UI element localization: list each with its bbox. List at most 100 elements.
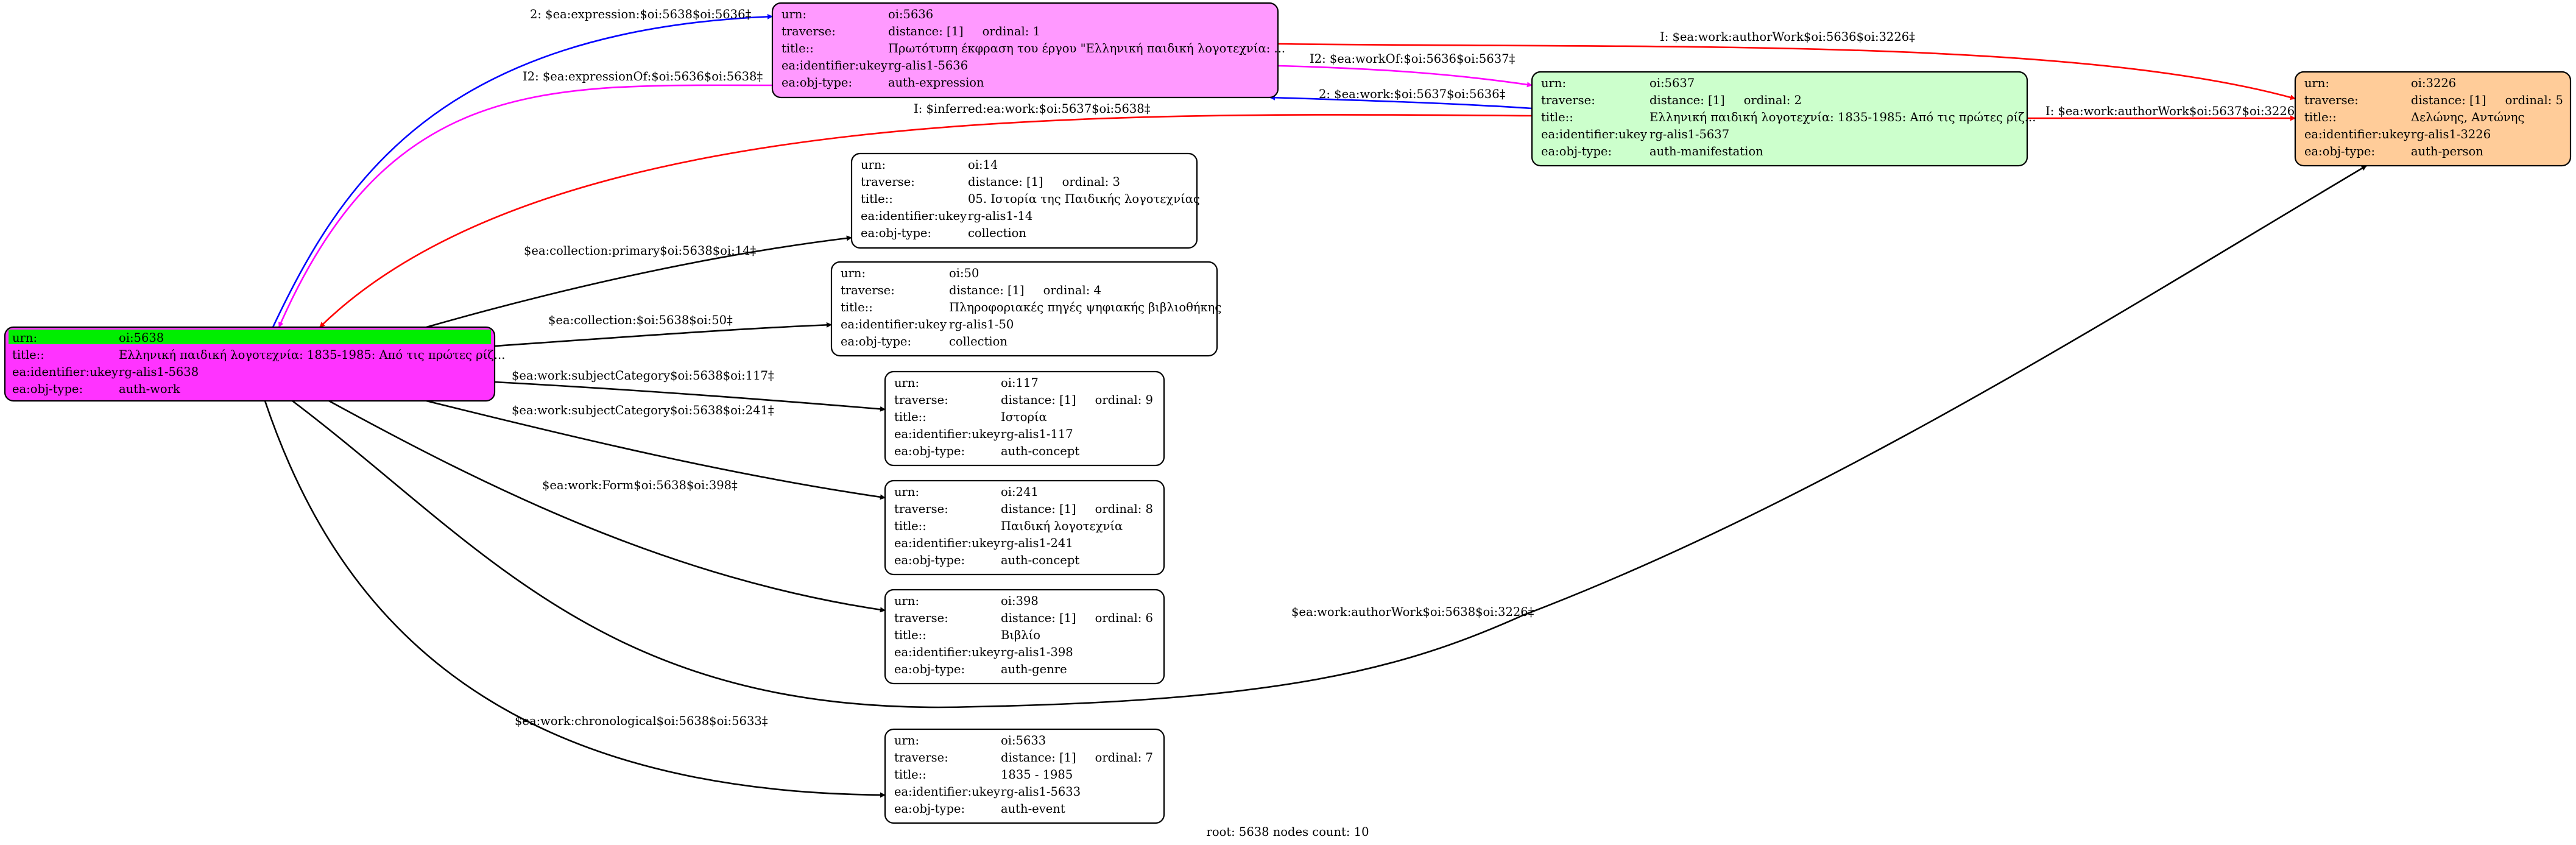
- node-field-value: collection: [968, 226, 1026, 240]
- node-field-value: rg-alis1-50: [949, 317, 1014, 331]
- node-field-key: ea:identifier:ukey: [894, 785, 1000, 799]
- node-field-key: ea:identifier:ukey: [2304, 127, 2410, 141]
- node-field-key: traverse:: [2304, 93, 2359, 107]
- node-field-value: oi:5638: [119, 331, 164, 345]
- node-field-value: distance: [1] ordinal: 9: [1001, 393, 1153, 407]
- node-field-key: title::: [841, 300, 873, 314]
- node-field-key: ea:identifier:ukey: [841, 317, 947, 331]
- node-field-value: rg-alis1-5637: [1650, 127, 1729, 141]
- node-field-value: Ελληνική παιδική λογοτεχνία: 1835-1985: …: [119, 348, 505, 362]
- node-field-value: 1835 - 1985: [1001, 768, 1073, 782]
- node-field-value: oi:14: [968, 158, 998, 172]
- edge-expression-of: [278, 84, 773, 328]
- node-field-value: auth-genre: [1001, 662, 1067, 676]
- node-field-key: ea:identifier:ukey: [861, 209, 967, 223]
- node-field-key: ea:obj-type:: [782, 76, 852, 90]
- node-field-key: traverse:: [1541, 93, 1595, 107]
- node-field-value: oi:3226: [2411, 76, 2456, 90]
- node-field-key: ea:identifier:ukey: [782, 58, 887, 72]
- node-field-key: ea:identifier:ukey: [12, 365, 118, 379]
- node-field-value: distance: [1] ordinal: 2: [1650, 93, 1802, 107]
- edge-collection: [494, 322, 832, 347]
- edge-form: [328, 400, 886, 613]
- node-field-value: distance: [1] ordinal: 1: [888, 24, 1040, 38]
- node-field-value: distance: [1] ordinal: 3: [968, 175, 1120, 189]
- node-field-value: rg-alis1-241: [1001, 536, 1073, 550]
- node-field-key: ea:obj-type:: [894, 802, 965, 816]
- node-field-value: collection: [949, 334, 1007, 348]
- node-field-key: title::: [894, 628, 926, 642]
- edge-label-expression-of: I2: $ea:expressionOf:$oi:5636$oi:5638‡: [523, 69, 763, 83]
- node-field-value: oi:5636: [888, 7, 933, 21]
- node-field-value: oi:241: [1001, 485, 1039, 499]
- node-field-key: urn:: [894, 594, 919, 608]
- edge-subject-241: [426, 400, 886, 500]
- node-field-value: distance: [1] ordinal: 4: [949, 283, 1101, 297]
- edge-label-inferred: I: $inferred:ea:work:$oi:5637$oi:5638‡: [914, 102, 1151, 116]
- node-field-key: ea:obj-type:: [861, 226, 931, 240]
- node-field-value: rg-alis1-398: [1001, 645, 1073, 659]
- node-field-key: urn:: [782, 7, 806, 21]
- edge-label-work-5637-5636: 2: $ea:work:$oi:5637$oi:5636‡: [1319, 87, 1506, 101]
- edge-label-author-work-5638: $ea:work:authorWork$oi:5638$oi:3226‡: [1291, 605, 1534, 619]
- node-field-key: urn:: [12, 331, 37, 345]
- node-field-value: rg-alis1-5636: [888, 58, 968, 72]
- node-field-key: ea:identifier:ukey: [894, 645, 1000, 659]
- node-field-key: ea:obj-type:: [841, 334, 911, 348]
- edge-label-subject-117: $ea:work:subjectCategory$oi:5638$oi:117‡: [512, 369, 774, 383]
- node-field-key: ea:identifier:ukey: [1541, 127, 1647, 141]
- node-field-value: Παιδική λογοτεχνία: [1001, 519, 1123, 533]
- edge-label-work-of: I2: $ea:workOf:$oi:5636$oi:5637‡: [1310, 52, 1516, 66]
- node-field-key: traverse:: [894, 393, 948, 407]
- edge-label-form: $ea:work:Form$oi:5638$oi:398‡: [542, 478, 738, 492]
- node-field-key: traverse:: [782, 24, 836, 38]
- edge-author-work-5638: [292, 164, 2367, 709]
- edge-label-expression: 2: $ea:expression:$oi:5638$oi:5636‡: [530, 7, 751, 21]
- node-field-value: auth-concept: [1001, 444, 1079, 458]
- edge-work-of: [1277, 65, 1533, 88]
- node-field-value: Πρωτότυπη έκφραση του έργου "Ελληνική πα…: [888, 41, 1285, 55]
- node-field-key: urn:: [894, 734, 919, 748]
- edge-label-author-work-5636: I: $ea:work:authorWork$oi:5636$oi:3226‡: [1660, 30, 1915, 44]
- node-field-key: ea:obj-type:: [894, 553, 965, 567]
- node-field-key: ea:identifier:ukey: [894, 536, 1000, 550]
- node-field-key: title::: [861, 192, 893, 206]
- node-field-key: title::: [782, 41, 814, 55]
- node-field-value: Ιστορία: [1001, 410, 1047, 424]
- node-field-key: ea:obj-type:: [1541, 144, 1612, 158]
- node-field-value: auth-work: [119, 382, 180, 396]
- node-field-key: title::: [1541, 110, 1573, 124]
- node-field-key: title::: [2304, 110, 2337, 124]
- node-field-key: urn:: [894, 376, 919, 390]
- node-field-key: traverse:: [894, 611, 948, 625]
- node-field-value: Δελώνης, Αντώνης: [2411, 110, 2524, 124]
- node-field-key: ea:obj-type:: [12, 382, 83, 396]
- node-field-key: urn:: [1541, 76, 1566, 90]
- node-field-value: oi:398: [1001, 594, 1039, 608]
- node-field-value: distance: [1] ordinal: 7: [1001, 751, 1153, 765]
- node-genre-398[interactable]: urn: oi:398 traverse: distance: [1] ordinal…: [884, 589, 1165, 685]
- node-expression-5636[interactable]: urn: oi:5636 traverse: distance: [1] ordina…: [771, 2, 1285, 99]
- node-field-value: Βιβλίο: [1001, 628, 1040, 642]
- node-field-value: distance: [1] ordinal: 6: [1001, 611, 1153, 625]
- node-field-value: rg-alis1-5638: [119, 365, 199, 379]
- edge-label-chrono: $ea:work:chronological$oi:5638$oi:5633‡: [515, 714, 768, 728]
- edges: 2: $ea:expression:$oi:5638$oi:5636‡ I2: …: [264, 7, 2367, 798]
- node-field-key: traverse:: [894, 502, 948, 516]
- node-field-value: Πληροφοριακές πηγές ψηφιακής βιβλιοθήκης: [949, 300, 1221, 314]
- node-field-value: Ελληνική παιδική λογοτεχνία: 1835-1985: …: [1650, 110, 2036, 124]
- node-field-key: title::: [12, 348, 44, 362]
- edge-inferred: [319, 114, 1533, 328]
- node-field-value: rg-alis1-117: [1001, 427, 1073, 441]
- edge-label-primary: $ea:collection:primary$oi:5638$oi:14‡: [524, 244, 757, 258]
- node-field-value: auth-concept: [1001, 553, 1079, 567]
- node-field-value: rg-alis1-3226: [2411, 127, 2491, 141]
